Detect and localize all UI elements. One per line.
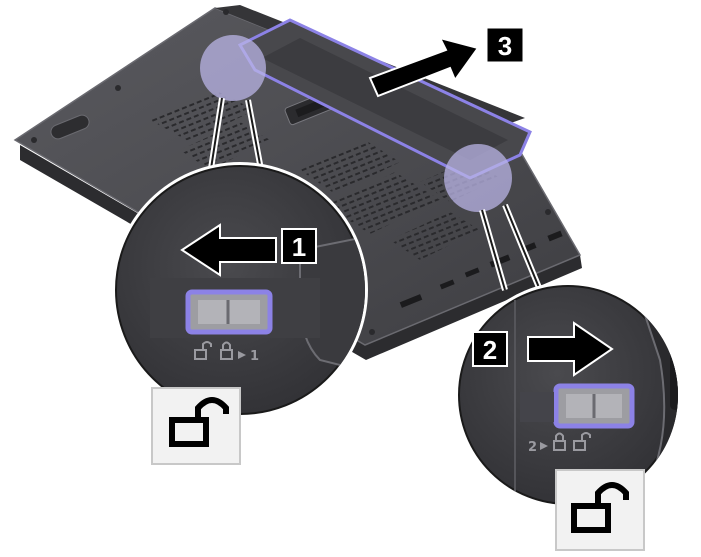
step-1-badge: 1 — [281, 228, 317, 264]
callout-leader-lines-dark — [209, 97, 541, 291]
step-3-arrow — [368, 36, 480, 98]
step-3-label: 3 — [498, 31, 512, 61]
step-1-label: 1 — [292, 232, 306, 262]
left-marking-number: 1 — [250, 349, 259, 364]
left-unlock-callout — [151, 387, 241, 465]
step-1-arrow — [180, 223, 277, 277]
rubber-foot — [50, 114, 90, 140]
unlock-icon — [573, 432, 591, 451]
screw — [545, 209, 551, 215]
unlock-icon — [571, 482, 629, 533]
unlock-icon — [169, 397, 229, 447]
step-3-badge: 3 — [486, 27, 524, 63]
step-2-label: 2 — [483, 335, 497, 365]
left-lock-markings — [194, 341, 233, 360]
step-2-badge: 2 — [472, 331, 508, 367]
screw — [369, 329, 375, 335]
unlock-icon — [194, 341, 212, 360]
right-marking-number: 2 — [528, 440, 537, 455]
lock-icon — [553, 432, 566, 451]
vent-grille — [325, 172, 440, 234]
right-latch-magnifier: 2 — [455, 282, 681, 508]
latch-highlight-right — [444, 144, 512, 212]
screw — [223, 9, 229, 15]
vent-grille — [300, 140, 400, 194]
battery-top-edge — [262, 38, 508, 160]
step-2-arrow — [527, 321, 614, 377]
right-marking-arrow — [540, 442, 548, 450]
lock-icon — [220, 341, 233, 360]
left-marking-arrow — [238, 351, 246, 359]
screw — [31, 137, 37, 143]
latch-highlight-left — [200, 35, 266, 101]
vent-grille — [180, 122, 270, 170]
right-unlock-callout — [555, 469, 645, 551]
vent-grille — [390, 212, 480, 260]
screw — [115, 85, 121, 91]
vent-grille — [150, 90, 255, 142]
right-lock-markings — [553, 432, 591, 451]
